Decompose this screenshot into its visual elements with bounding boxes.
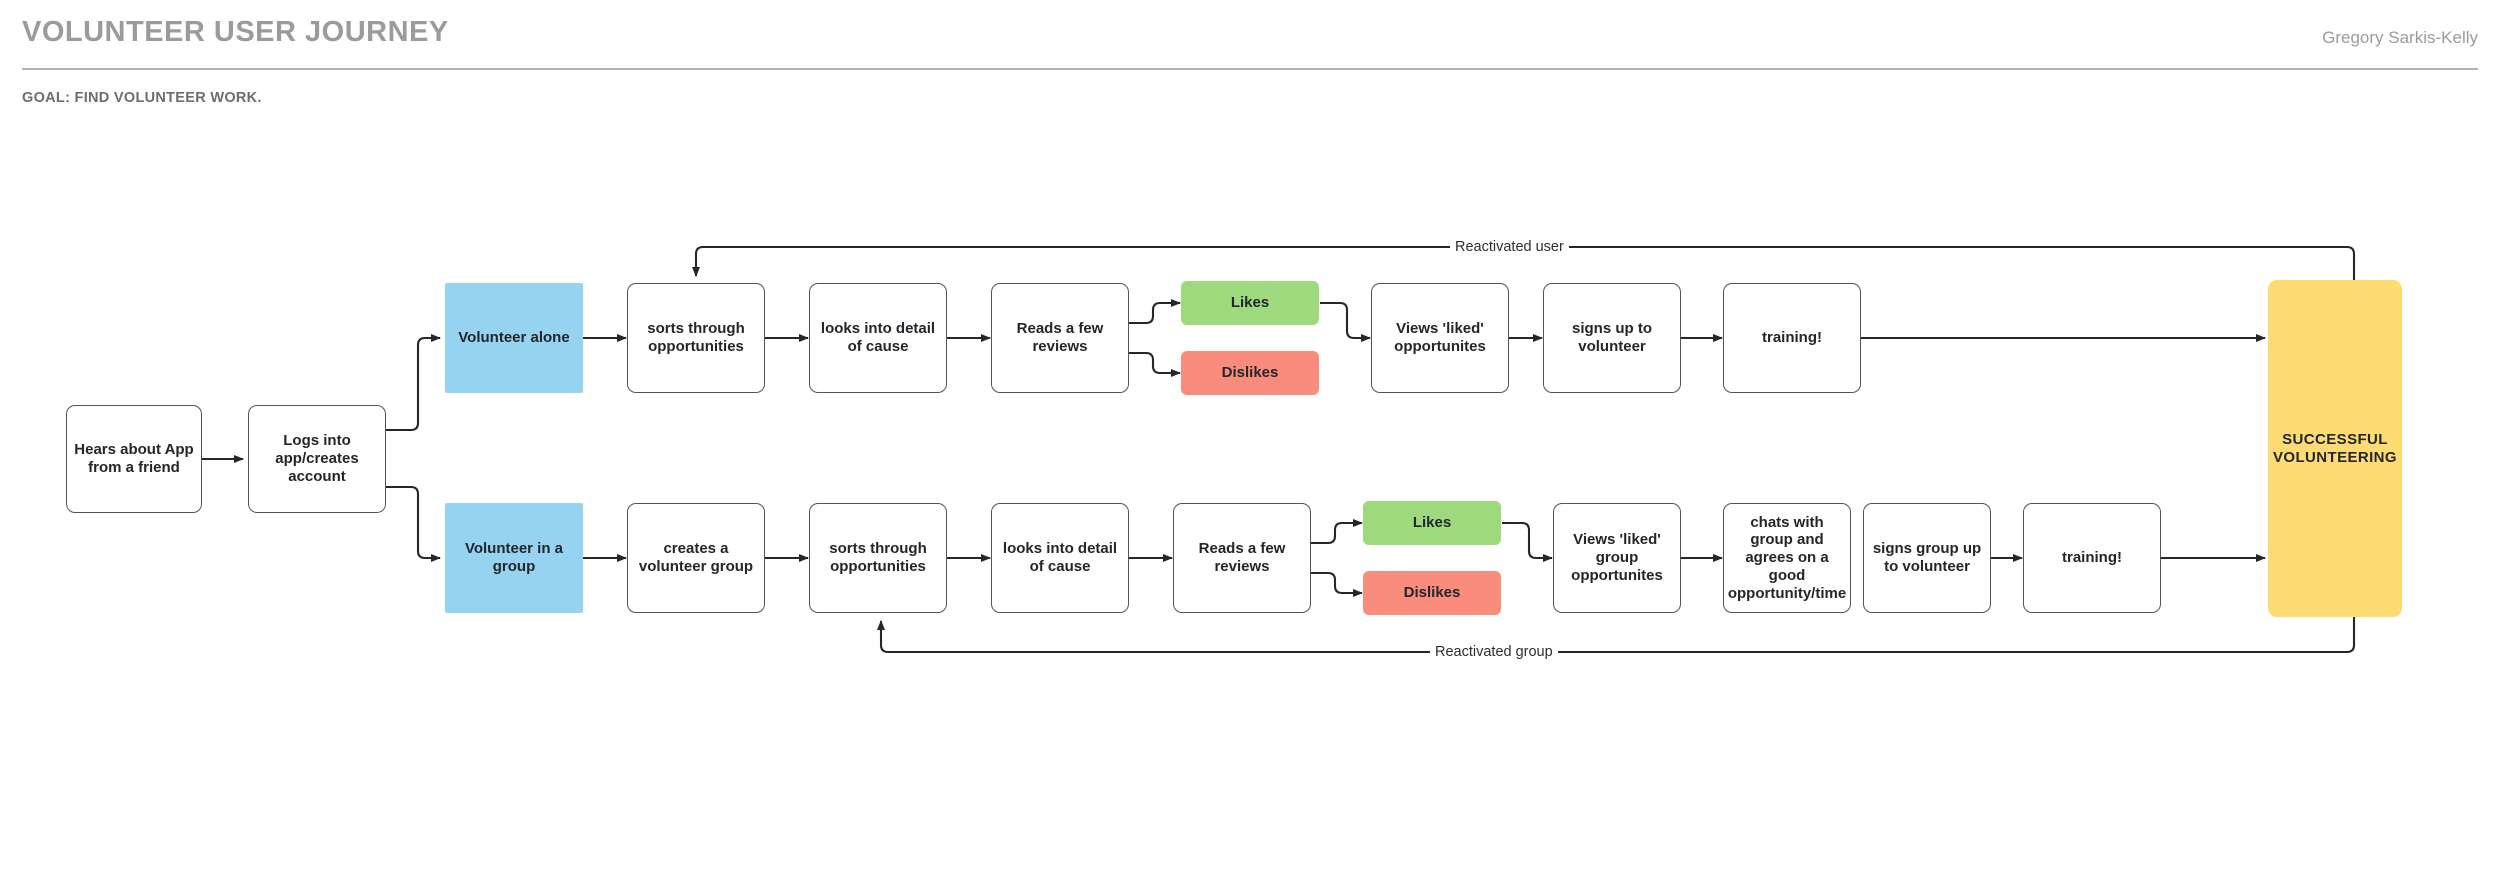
node-bottom-reads-reviews[interactable]: Reads a few reviews [1173,503,1311,613]
node-label: Dislikes [1221,364,1279,382]
node-label: chats with group and agrees on a good op… [1727,513,1847,602]
goal-text: GOAL: FIND VOLUNTEER WORK. [22,90,262,106]
node-label: Reads a few reviews [1016,320,1104,355]
node-label: Likes [1230,294,1270,312]
node-label: Reads a few reviews [1198,540,1286,575]
node-label: signs up to volunteer [1572,320,1652,355]
node-bottom-looks-into-detail[interactable]: looks into detail of cause [991,503,1129,613]
node-top-dislikes[interactable]: Dislikes [1181,351,1319,395]
node-top-views-liked-opportunities[interactable]: Views 'liked' opportunites [1371,283,1509,393]
header-divider [22,68,2478,70]
node-bottom-likes[interactable]: Likes [1363,501,1501,545]
node-creates-volunteer-group[interactable]: creates a volunteer group [627,503,765,613]
node-label: Volunteer in a group [464,540,564,575]
node-bottom-views-liked-group-opportunities[interactable]: Views 'liked' group opportunites [1553,503,1681,613]
node-top-training[interactable]: training! [1723,283,1861,393]
node-label: Hears about App from a friend [74,441,194,476]
node-volunteer-in-a-group[interactable]: Volunteer in a group [445,503,583,613]
node-volunteer-alone[interactable]: Volunteer alone [445,283,583,393]
node-top-reads-reviews[interactable]: Reads a few reviews [991,283,1129,393]
node-bottom-dislikes[interactable]: Dislikes [1363,571,1501,615]
node-label: looks into detail of cause [820,320,936,355]
node-successful-volunteering[interactable]: SUCCESSFUL VOLUNTEERING [2268,280,2402,617]
node-label: Logs into app/creates account [275,432,359,485]
edge-label-reactivated-user: Reactivated user [1450,240,1569,255]
node-label: looks into detail of cause [1002,540,1118,575]
node-signs-group-up-to-volunteer[interactable]: signs group up to volunteer [1863,503,1991,613]
page-header: VOLUNTEER USER JOURNEY Gregory Sarkis-Ke… [0,0,2500,106]
node-chats-with-group[interactable]: chats with group and agrees on a good op… [1723,503,1851,613]
edge-label-reactivated-group: Reactivated group [1430,645,1558,660]
node-label: Likes [1412,514,1452,532]
node-label: sorts through opportunities [647,320,745,355]
node-label: Volunteer alone [458,329,570,347]
node-logs-into-app[interactable]: Logs into app/creates account [248,405,386,513]
node-label: Views 'liked' opportunites [1394,320,1486,355]
node-label: SUCCESSFUL VOLUNTEERING [2273,430,2397,466]
node-hears-about-app[interactable]: Hears about App from a friend [66,405,202,513]
page-title: VOLUNTEER USER JOURNEY [22,16,449,48]
node-bottom-sorts-through-opportunities[interactable]: sorts through opportunities [809,503,947,613]
node-top-sorts-through-opportunities[interactable]: sorts through opportunities [627,283,765,393]
node-label: Views 'liked' group opportunites [1571,531,1663,584]
node-label: Dislikes [1403,584,1461,602]
node-label: sorts through opportunities [829,540,927,575]
node-top-looks-into-detail[interactable]: looks into detail of cause [809,283,947,393]
node-top-signs-up-to-volunteer[interactable]: signs up to volunteer [1543,283,1681,393]
node-top-likes[interactable]: Likes [1181,281,1319,325]
node-bottom-training[interactable]: training! [2023,503,2161,613]
author-name: Gregory Sarkis-Kelly [2322,28,2478,47]
node-label: training! [1762,329,1822,347]
node-label: creates a volunteer group [638,540,754,575]
node-label: training! [2062,549,2122,567]
node-label: signs group up to volunteer [1872,540,1982,575]
